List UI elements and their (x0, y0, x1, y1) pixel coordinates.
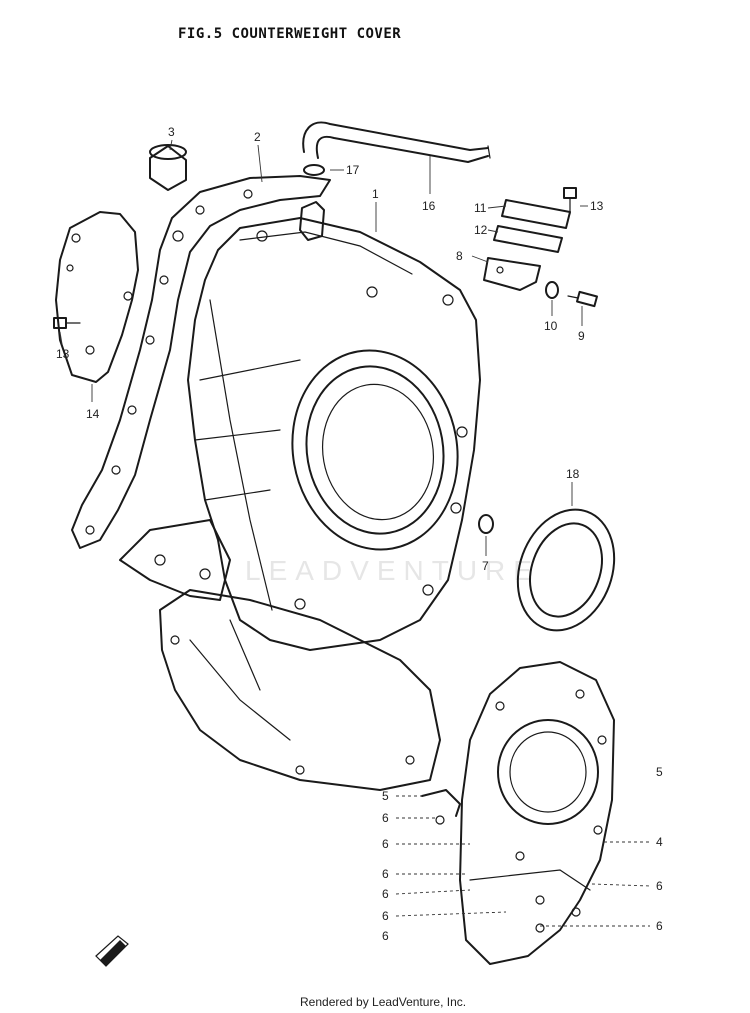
sensor-part-8 (483, 257, 541, 291)
callout-12: 12 (474, 223, 488, 237)
callout-6-c: 6 (382, 867, 389, 881)
callout-5-upper: 5 (656, 765, 663, 779)
callout-10: 10 (544, 319, 558, 333)
callout-3: 3 (168, 125, 175, 139)
oil-seal-part-18 (516, 508, 616, 632)
bolt-part-9 (567, 290, 598, 308)
lower-case (159, 589, 441, 791)
callout-16: 16 (422, 199, 436, 213)
callout-5-lower: 5 (382, 789, 389, 803)
callout-14: 14 (86, 407, 100, 421)
callout-6-g: 6 (656, 919, 663, 933)
bolt-part-15 (53, 317, 81, 329)
callout-6-a: 6 (382, 811, 389, 825)
callout-18: 18 (566, 467, 580, 481)
housing-part-1 (119, 201, 481, 651)
pipe-part-5 (421, 789, 461, 825)
callout-6-d: 6 (382, 887, 389, 901)
hose-part-16 (302, 121, 491, 163)
callout-13-left: 13 (56, 347, 70, 361)
callout-13-right: 13 (590, 199, 604, 213)
side-cover-part-14 (55, 211, 139, 383)
callout-6-b: 6 (382, 837, 389, 851)
plate-part-12 (493, 225, 563, 253)
leader-lines (59, 139, 651, 927)
callout-6-e: 6 (382, 909, 389, 923)
callout-6-f: 6 (656, 879, 663, 893)
watermark-text: LEADVENTURE (245, 555, 540, 586)
callout-9: 9 (578, 329, 585, 343)
clamp-part-17 (303, 164, 325, 176)
plate-part-11 (501, 199, 571, 229)
outer-cover-part-4 (459, 661, 615, 965)
callout-8: 8 (456, 249, 463, 263)
callout-1: 1 (372, 187, 379, 201)
gasket-part-2 (71, 175, 331, 549)
callout-7: 7 (482, 559, 489, 573)
oring-part-7 (478, 514, 494, 534)
figure-title: FIG.5 COUNTERWEIGHT COVER (178, 26, 401, 42)
washer-part-10 (545, 281, 559, 299)
lower-left-mark (95, 935, 129, 967)
footer-credit: Rendered by LeadVenture, Inc. (300, 995, 466, 1009)
bushing-part-3 (149, 144, 187, 191)
callouts: 1 2 3 4 5 5 6 6 6 6 6 6 6 6 7 8 9 10 11 … (56, 125, 663, 943)
callout-11: 11 (474, 201, 487, 215)
callout-2: 2 (254, 130, 261, 144)
callout-17: 17 (346, 163, 360, 177)
callout-6-h: 6 (382, 929, 389, 943)
callout-4: 4 (656, 835, 663, 849)
bolt-part-13 (563, 187, 577, 215)
